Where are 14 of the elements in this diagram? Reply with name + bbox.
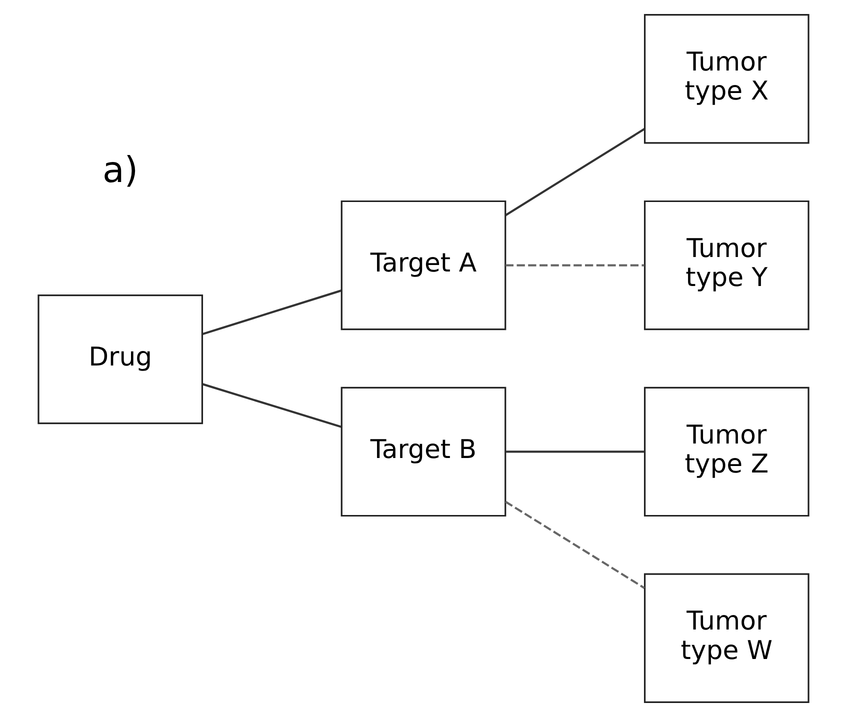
node-box: Tumor type W — [643, 573, 809, 703]
node-box: Drug — [37, 294, 203, 424]
node-box: Tumor type Y — [643, 200, 809, 330]
node-box: Tumor type Z — [643, 386, 809, 517]
connector — [202, 383, 342, 428]
node-box: Tumor type X — [643, 14, 809, 144]
connector — [505, 264, 644, 266]
connector — [504, 128, 644, 216]
connector — [202, 290, 342, 336]
connector — [504, 500, 644, 589]
node-box: Target B — [340, 386, 506, 517]
node-box: Target A — [340, 200, 506, 330]
label: a) — [102, 150, 138, 191]
connector — [505, 450, 644, 453]
